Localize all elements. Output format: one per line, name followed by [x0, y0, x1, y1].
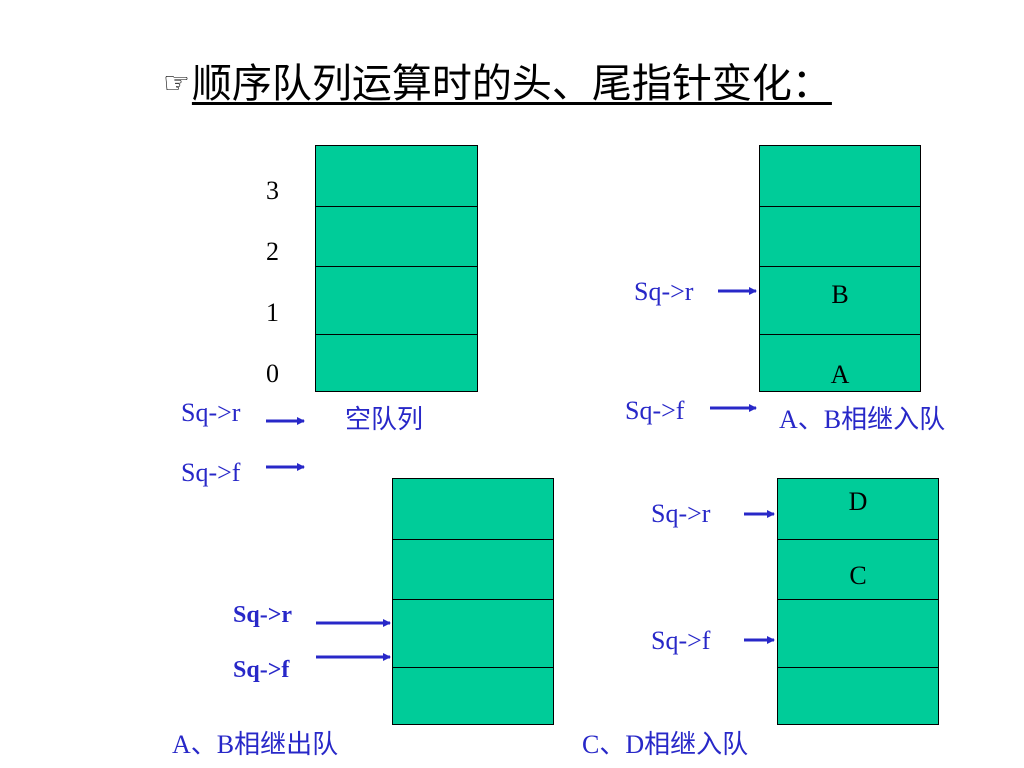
- front-pointer-label: Sq->f: [181, 458, 241, 487]
- queue-cell: [393, 539, 553, 599]
- queue-cell: [316, 334, 477, 392]
- queue-cell: [760, 206, 920, 266]
- queue-enqueue-ab: B A: [759, 145, 921, 392]
- index-label-3: 3: [266, 176, 279, 205]
- queue-cell: A: [760, 334, 920, 392]
- index-label-2: 2: [266, 237, 279, 266]
- caption-empty: 空队列: [345, 405, 424, 434]
- caption-enqueue-cd: C、D相继入队: [582, 730, 749, 759]
- front-pointer-label: Sq->f: [233, 657, 290, 683]
- queue-cell: [778, 599, 938, 667]
- queue-cell: [316, 266, 477, 334]
- rear-pointer-label: Sq->r: [634, 277, 694, 306]
- queue-cell: C: [778, 539, 938, 599]
- index-label-1: 1: [266, 298, 279, 327]
- page-title: ☞顺序队列运算时的头、尾指针变化：: [163, 58, 832, 110]
- caption-dequeue-ab: A、B相继出队: [172, 730, 339, 759]
- queue-cell: [778, 667, 938, 725]
- queue-cell: B: [760, 266, 920, 334]
- front-pointer-label: Sq->f: [651, 626, 711, 655]
- queue-empty: [315, 145, 478, 392]
- queue-cell: [393, 599, 553, 667]
- queue-cell: [393, 667, 553, 725]
- queue-enqueue-cd: D C: [777, 478, 939, 725]
- pointing-hand-icon: ☞: [163, 66, 190, 101]
- queue-dequeue-ab: [392, 478, 554, 725]
- queue-cell: [316, 206, 477, 266]
- queue-cell: D: [848, 487, 868, 516]
- front-pointer-label: Sq->f: [625, 396, 685, 425]
- rear-pointer-label: Sq->r: [233, 602, 293, 628]
- caption-enqueue-ab: A、B相继入队: [779, 405, 946, 434]
- rear-pointer-label: Sq->r: [651, 499, 711, 528]
- index-label-0: 0: [266, 359, 279, 388]
- rear-pointer-label: Sq->r: [181, 398, 241, 427]
- title-text: 顺序队列运算时的头、尾指针变化：: [191, 61, 832, 106]
